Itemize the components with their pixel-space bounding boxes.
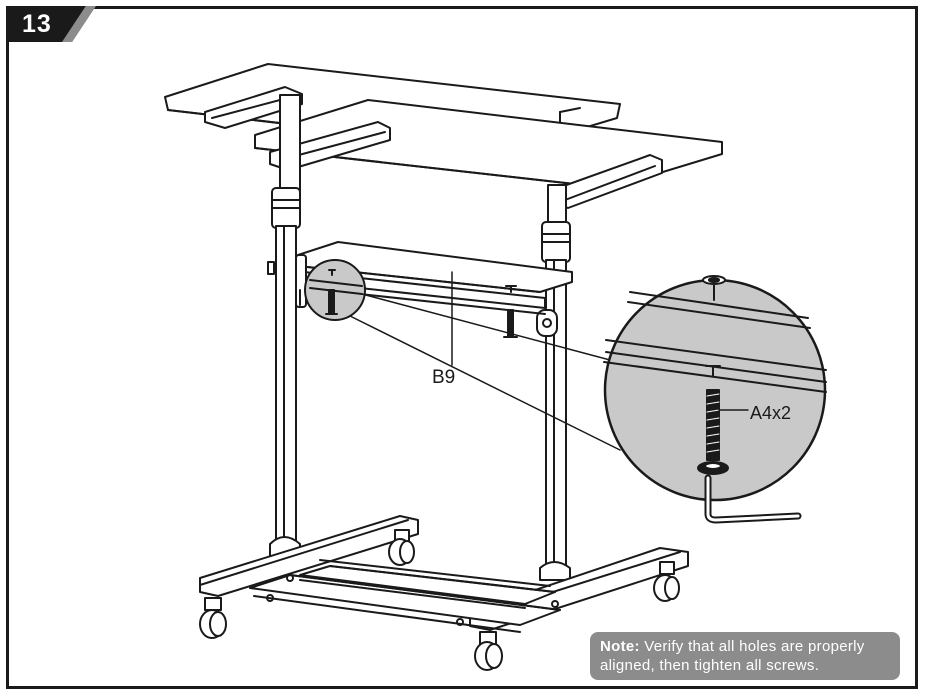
note-prefix: Note:: [600, 638, 640, 655]
part-label-b9: B9: [432, 367, 456, 388]
magnified-detail: [349, 275, 827, 502]
hardware-label-a4x2: A4x2: [750, 403, 792, 423]
caster-back-left: [388, 529, 415, 566]
screw-icon: [697, 389, 749, 475]
hex-key-icon: [704, 474, 802, 524]
b9-screw: [503, 285, 518, 338]
note-line-1: Verify that all holes are properly: [639, 638, 865, 655]
step-number: 13: [22, 10, 52, 38]
note-line-2: aligned, then tighten all screws.: [600, 657, 820, 674]
left-hole-detail: [304, 259, 366, 321]
page-frame: [6, 6, 918, 689]
caster-front-left: [199, 597, 227, 639]
caster-back-right: [653, 561, 680, 602]
right-column: [536, 184, 571, 581]
note-box: Note: Verify that all holes are properly…: [590, 632, 900, 680]
caster-front-right: [474, 631, 503, 671]
upper-desktop-front: [254, 99, 723, 209]
base-frame: [199, 515, 689, 633]
